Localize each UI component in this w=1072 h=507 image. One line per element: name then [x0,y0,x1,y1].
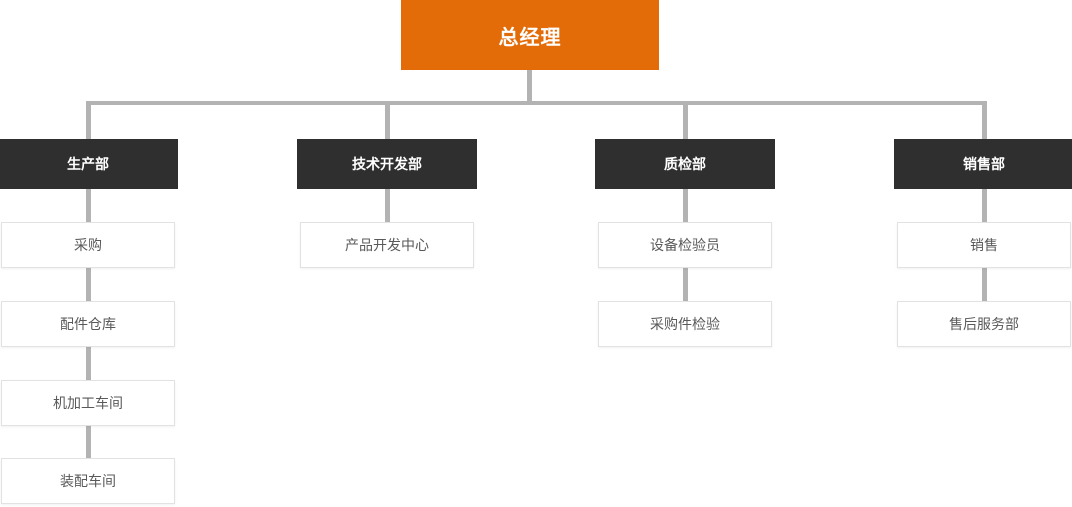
connector-line [982,189,987,223]
unit-node: 设备检验员 [598,222,772,268]
connector-line [86,268,91,302]
connector-line [683,101,688,139]
unit-node: 配件仓库 [1,301,175,347]
unit-node: 产品开发中心 [300,222,474,268]
dept-node-quality-inspection: 质检部 [595,139,775,189]
connector-line [982,268,987,302]
unit-node: 销售 [897,222,1071,268]
connector-line [86,426,91,459]
unit-node: 机加工车间 [1,380,175,426]
unit-node: 采购 [1,222,175,268]
connector-line [86,347,91,381]
dept-node-sales: 销售部 [894,139,1072,189]
unit-node: 采购件检验 [598,301,772,347]
unit-node: 装配车间 [1,458,175,504]
unit-node: 售后服务部 [897,301,1071,347]
connector-line [683,189,688,223]
root-node: 总经理 [401,0,659,70]
dept-node-tech-development: 技术开发部 [297,139,477,189]
dept-node-production: 生产部 [0,139,178,189]
connector-line [385,189,390,223]
connector-line [683,268,688,302]
connector-line [86,189,91,223]
connector-line [982,101,987,139]
connector-line [86,101,91,139]
connector-line [86,101,987,105]
connector-line [527,70,532,102]
connector-line [385,101,390,139]
